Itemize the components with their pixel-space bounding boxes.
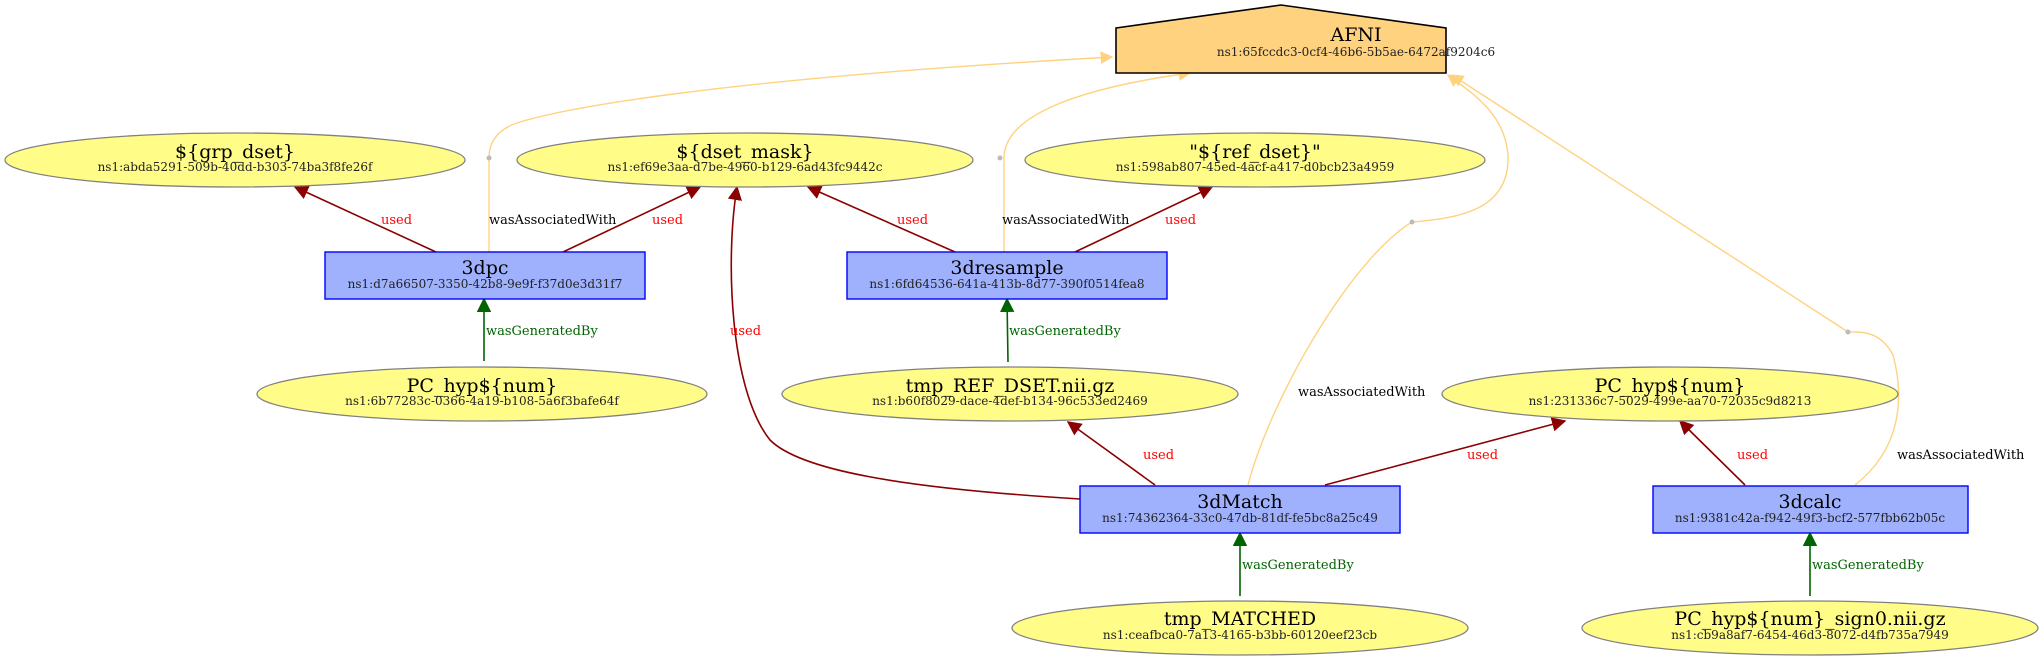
activity-shape [324,251,646,300]
entity-node-ref-dset[interactable]: "${ref_dset}" ns1:598ab807-45ed-4acf-a41… [1024,132,1486,188]
agent-id: ns1:65fccdc3-0cf4-46b6-5b5ae-6472af9204c… [1217,45,1495,59]
activity-title: 3dMatch [1197,491,1283,513]
entity-node-tmp-ref-dset[interactable]: tmp_REF_DSET.nii.gz ns1:b60f8029-dace-4d… [781,366,1239,422]
entity-shape [516,132,974,188]
agent-title: AFNI [1329,24,1381,46]
edge-3dmatch-used-pc-hyp-2 [1324,417,1567,486]
entity-node-tmp-matched[interactable]: tmp_MATCHED ns1:ceafbca0-7a13-4165-b3bb-… [1011,600,1469,656]
entity-id: ns1:abda5291-509b-40dd-b303-74ba3f8fe26f [98,160,374,174]
edge-3dpc-used-dset-mask [562,186,702,253]
entity-title: ${dset_mask} [676,141,813,163]
edge-dot [1845,329,1851,335]
label-was-associated-with: wasAssociatedWith [489,213,617,228]
entity-node-pc-hyp-1[interactable]: PC_hyp${num} ns1:6b77283c-0366-4a19-b108… [256,366,708,422]
activity-title: 3dresample [950,257,1063,279]
label-was-generated-by: wasGeneratedBy [486,324,598,339]
activity-id: ns1:6fd64536-641a-413b-8d77-390f0514fea8 [869,277,1144,291]
entity-title: tmp_REF_DSET.nii.gz [906,375,1115,397]
activity-id: ns1:9381c42a-f942-49f3-bcf2-577fbb62b05c [1675,511,1946,525]
entity-title: tmp_MATCHED [1164,608,1316,630]
label-used: used [1467,448,1498,463]
entity-id: ns1:ef69e3aa-d7be-4960-b129-6ad43fc9442c [607,160,882,174]
label-was-generated-by: wasGeneratedBy [1009,324,1121,339]
entity-shape [781,366,1239,422]
activity-id: ns1:74362364-33c0-47db-81df-fe5bc8a25c49 [1102,511,1378,525]
activity-node-3dcalc[interactable]: 3dcalc ns1:9381c42a-f942-49f3-bcf2-577fb… [1652,485,1969,534]
entity-id: ns1:cb9a8af7-6454-46d3-8072-d4fb735a7949 [1671,628,1949,642]
entity-title: ${grp_dset} [175,141,295,163]
entity-id: ns1:598ab807-45ed-4acf-a417-d0bcb23a4959 [1116,160,1394,174]
edge-3dcalc-used-pc-hyp-2 [1678,419,1746,486]
label-was-associated-with: wasAssociatedWith [1002,213,1130,228]
edge-dot [997,155,1003,161]
entity-node-dset-mask[interactable]: ${dset_mask} ns1:ef69e3aa-d7be-4960-b129… [516,132,974,188]
edge-3dmatch-used-dset-mask [727,185,1081,500]
entity-id: ns1:ceafbca0-7a13-4165-b3bb-60120eef23cb [1103,628,1377,642]
agent-shape [1115,4,1447,74]
label-used: used [730,324,761,339]
edge-3dmatch-used-tmp-ref [1066,421,1156,486]
label-used: used [381,213,412,228]
label-was-generated-by: wasGeneratedBy [1812,558,1924,573]
entity-shape [1011,600,1469,656]
edge-3dcalc-associated-afni [1450,74,1900,486]
agent-node-afni[interactable]: AFNI ns1:65fccdc3-0cf4-46b6-5b5ae-6472af… [1115,4,1495,74]
label-used: used [652,213,683,228]
activity-id: ns1:d7a66507-3350-42b8-9e9f-f37d0e3d31f7 [348,277,623,291]
entity-title: PC_hyp${num} [407,375,558,397]
label-used: used [897,213,928,228]
activity-node-3dmatch[interactable]: 3dMatch ns1:74362364-33c0-47db-81df-fe5b… [1079,485,1401,534]
entity-shape [1024,132,1486,188]
used-edges [293,185,1746,500]
entity-shape [1441,366,1899,422]
edge-labels: used used used used used used used used … [381,213,2025,573]
label-used: used [1143,448,1174,463]
generated-edges [476,297,1818,596]
activity-shape [1652,485,1969,534]
label-used: used [1165,213,1196,228]
entity-shape [256,366,708,422]
label-was-generated-by: wasGeneratedBy [1242,558,1354,573]
entity-shape [1581,600,2039,656]
edge-3dresample-associated-afni [1003,68,1192,252]
entity-id: ns1:6b77283c-0366-4a19-b108-5a6f3bafe64f [345,394,620,408]
activity-node-3dresample[interactable]: 3dresample ns1:6fd64536-641a-413b-8d77-3… [846,251,1168,300]
edge-3dresample-used-ref-dset [1074,186,1214,253]
entity-title: "${ref_dset}" [1189,141,1320,163]
entity-shape [4,132,466,188]
edge-3dpc-associated-afni [488,51,1114,252]
entity-title: PC_hyp${num}_sign0.nii.gz [1674,608,1945,630]
activity-shape [846,251,1168,300]
entity-id: ns1:231336c7-5029-499e-aa70-72035c9d8213 [1529,394,1812,408]
activity-title: 3dpc [461,257,508,279]
edge-dot [486,155,492,161]
label-was-associated-with: wasAssociatedWith [1298,385,1426,400]
edge-3dresample-used-dset-mask [806,185,956,253]
entity-title: PC_hyp${num} [1595,375,1746,397]
activity-node-3dpc[interactable]: 3dpc ns1:d7a66507-3350-42b8-9e9f-f37d0e3… [324,251,646,300]
edge-dot [1409,219,1415,225]
label-used: used [1737,448,1768,463]
entity-node-grp-dset[interactable]: ${grp_dset} ns1:abda5291-509b-40dd-b303-… [4,132,466,188]
entity-node-pc-hyp-sign0[interactable]: PC_hyp${num}_sign0.nii.gz ns1:cb9a8af7-6… [1581,600,2039,656]
assoc-edges [486,51,1900,486]
edge-3dmatch-associated-afni [1247,74,1509,486]
edge-tmp-ref-generated-by-3dresample [1000,297,1015,363]
edge-3dpc-used-grp-dset [293,185,437,253]
activity-shape [1079,485,1401,534]
entity-id: ns1:b60f8029-dace-4def-b134-96c533ed2469 [872,394,1148,408]
entity-node-pc-hyp-2[interactable]: PC_hyp${num} ns1:231336c7-5029-499e-aa70… [1441,366,1899,422]
activity-title: 3dcalc [1779,491,1842,513]
label-was-associated-with: wasAssociatedWith [1897,448,2025,463]
